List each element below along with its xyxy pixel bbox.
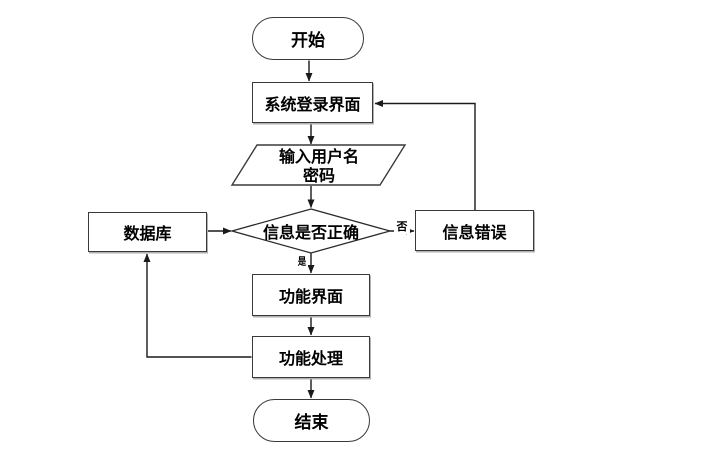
decision-diamond-shape [229, 208, 393, 254]
no-branch-label: 否 [394, 220, 410, 234]
function-ui-label: 功能界面 [278, 287, 343, 306]
end-terminator-node: 结束 [253, 399, 370, 442]
error-label: 信息错误 [442, 222, 507, 242]
login-process-node: 系统登录界面 [252, 82, 373, 123]
yes-branch-label: 是 [296, 256, 308, 270]
error-process-node: 信息错误 [415, 210, 534, 251]
start-terminator-node: 开始 [252, 17, 364, 60]
function-processing-node: 功能处理 [252, 336, 370, 378]
database-label: 数据库 [123, 224, 172, 243]
database-process-node: 数据库 [88, 212, 207, 252]
start-label: 开始 [291, 31, 325, 51]
input-parallelogram-shape [230, 144, 407, 186]
function-ui-process-node: 功能界面 [252, 274, 370, 316]
login-label: 系统登录界面 [264, 94, 361, 114]
edge-error-login-feedback [374, 100, 476, 210]
edge-funcproc-database-feedback [143, 253, 252, 358]
end-label: 结束 [294, 413, 329, 433]
function-processing-label: 功能处理 [278, 349, 343, 368]
